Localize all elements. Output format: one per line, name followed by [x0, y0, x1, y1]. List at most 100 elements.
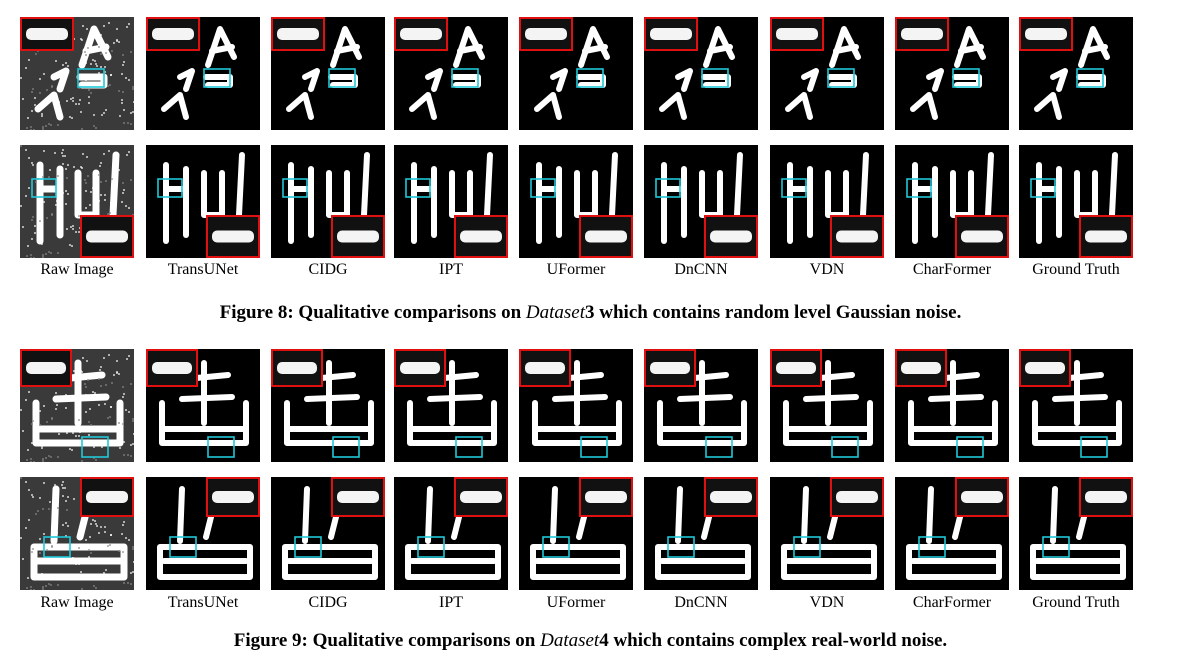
zoom-box-cyan: [157, 178, 183, 198]
zoom-box-red: [644, 17, 698, 51]
glyph-strokes: [785, 26, 861, 120]
zoom-box-cyan: [793, 536, 821, 558]
result-image-fig9-row1-col4: [394, 349, 508, 462]
zoom-box-red: [519, 349, 571, 387]
zoom-inset: [206, 477, 260, 517]
zoom-box-red: [1079, 215, 1133, 258]
result-image-fig9-row1-col3: [271, 349, 385, 462]
method-label: UFormer: [546, 261, 606, 278]
method-label: Raw Image: [40, 594, 114, 611]
result-image-fig9-row2-col4: [394, 477, 508, 590]
zoom-box-red: [704, 477, 758, 517]
zoom-inset: [206, 215, 260, 258]
zoom-inset: [146, 349, 198, 387]
zoom-box-cyan: [701, 68, 729, 88]
zoom-inset: [1019, 17, 1073, 51]
result-image-fig9-row1-col1: [20, 349, 134, 462]
zoom-box-red: [895, 17, 949, 51]
zoom-inset: [1079, 477, 1133, 517]
zoom-inset: [394, 17, 448, 51]
result-image-fig9-row1-col2: [146, 349, 260, 462]
result-image-fig9-row2-col9: [1019, 477, 1133, 590]
result-image-fig8-row2-col2: [146, 145, 260, 258]
zoom-box-red: [394, 349, 446, 387]
result-image-fig8-row1-col8: [895, 17, 1009, 130]
result-image-fig8-row1-col5: [519, 17, 633, 130]
method-label: CIDG: [308, 261, 348, 278]
zoom-box-cyan: [952, 68, 980, 88]
zoom-inset: [20, 349, 72, 387]
zoom-box-red: [955, 215, 1009, 258]
zoom-box-red: [331, 477, 385, 517]
method-label: Ground Truth: [1032, 594, 1120, 611]
zoom-box-red: [895, 349, 947, 387]
zoom-inset: [704, 215, 758, 258]
zoom-box-cyan: [530, 178, 556, 198]
zoom-box-cyan: [203, 68, 231, 88]
result-image-fig8-row2-col5: [519, 145, 633, 258]
method-label: TransUNet: [167, 261, 239, 278]
result-image-fig8-row1-col3: [271, 17, 385, 130]
zoom-inset: [271, 17, 325, 51]
zoom-box-red: [146, 17, 200, 51]
zoom-inset: [331, 215, 385, 258]
zoom-box-cyan: [405, 178, 431, 198]
zoom-inset: [146, 17, 200, 51]
glyph-strokes: [409, 26, 485, 120]
zoom-box-red: [331, 215, 385, 258]
method-label: DnCNN: [674, 261, 728, 278]
zoom-inset: [1019, 349, 1071, 387]
glyph-strokes: [407, 360, 497, 446]
result-image-fig9-row1-col6: [644, 349, 758, 462]
zoom-inset: [454, 215, 508, 258]
glyph-strokes: [532, 360, 622, 446]
zoom-box-cyan: [77, 68, 105, 88]
zoom-box-red: [579, 215, 633, 258]
zoom-box-cyan: [1030, 178, 1056, 198]
zoom-inset: [644, 17, 698, 51]
method-label: IPT: [439, 261, 463, 278]
result-image-fig9-row2-col2: [146, 477, 260, 590]
zoom-inset: [770, 349, 822, 387]
zoom-inset: [644, 349, 696, 387]
result-image-fig8-row1-col2: [146, 17, 260, 130]
glyph-strokes: [534, 26, 610, 120]
zoom-box-cyan: [667, 536, 695, 558]
method-label: CIDG: [308, 594, 348, 611]
zoom-box-red: [454, 215, 508, 258]
zoom-box-cyan: [1042, 536, 1070, 558]
zoom-box-cyan: [542, 536, 570, 558]
zoom-inset: [1079, 215, 1133, 258]
zoom-inset: [80, 477, 134, 517]
zoom-box-red: [519, 17, 573, 51]
zoom-inset: [519, 17, 573, 51]
zoom-box-red: [830, 477, 884, 517]
method-label: CharFormer: [912, 594, 992, 611]
zoom-inset: [331, 477, 385, 517]
result-image-fig8-row2-col1: [20, 145, 134, 258]
method-label: Ground Truth: [1032, 261, 1120, 278]
zoom-box-cyan: [43, 536, 71, 558]
zoom-inset: [579, 215, 633, 258]
zoom-box-red: [20, 349, 72, 387]
method-label: VDN: [809, 261, 845, 278]
zoom-box-red: [704, 215, 758, 258]
method-label: CharFormer: [912, 261, 992, 278]
result-image-fig8-row2-col6: [644, 145, 758, 258]
zoom-inset: [895, 17, 949, 51]
zoom-inset: [579, 477, 633, 517]
zoom-box-red: [1079, 477, 1133, 517]
zoom-box-red: [770, 17, 824, 51]
result-image-fig9-row2-col3: [271, 477, 385, 590]
zoom-inset: [80, 215, 134, 258]
zoom-box-cyan: [1076, 68, 1104, 88]
zoom-inset: [955, 477, 1009, 517]
zoom-box-red: [271, 349, 323, 387]
glyph-strokes: [20, 477, 134, 590]
result-image-fig8-row1-col7: [770, 17, 884, 130]
zoom-box-red: [394, 17, 448, 51]
zoom-box-red: [206, 477, 260, 517]
zoom-inset: [830, 477, 884, 517]
method-label: Raw Image: [40, 261, 114, 278]
result-image-fig8-row2-col9: [1019, 145, 1133, 258]
